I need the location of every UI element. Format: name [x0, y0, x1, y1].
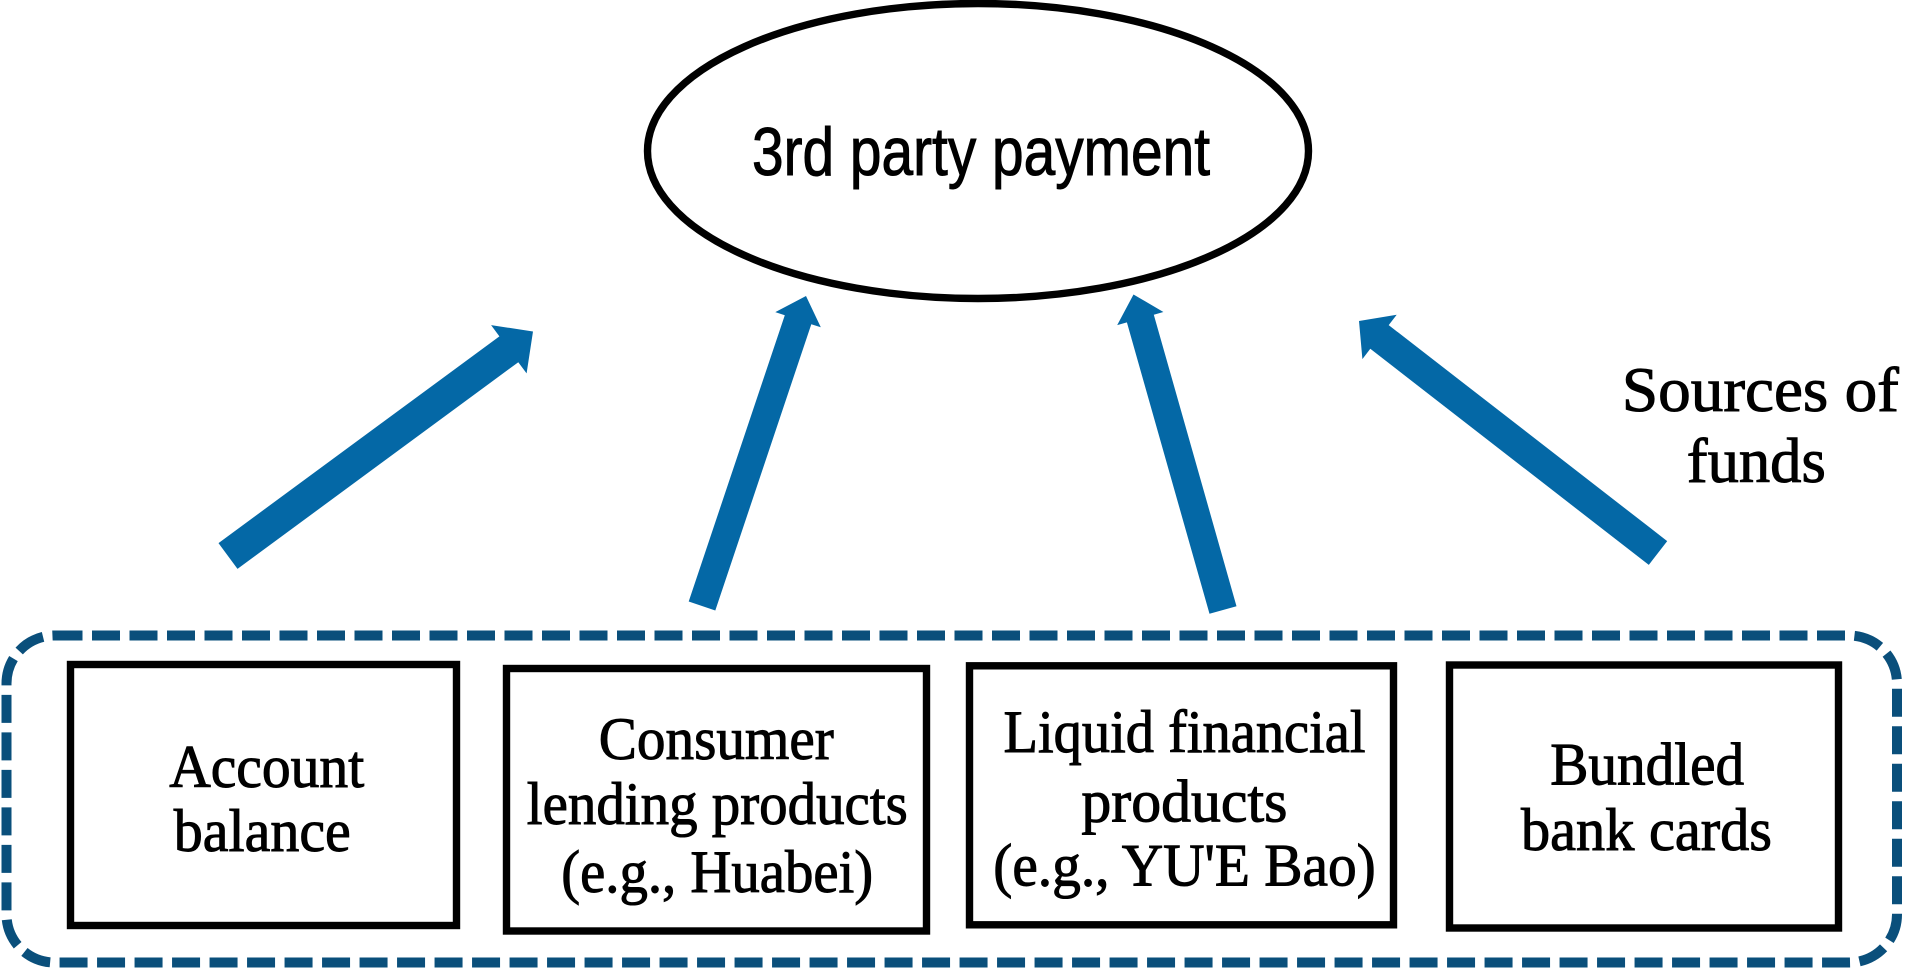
- svg-text:Sources of: Sources of: [1622, 355, 1899, 425]
- svg-text:Liquid financial: Liquid financial: [1004, 699, 1366, 765]
- svg-text:Account: Account: [169, 734, 364, 800]
- svg-text:Bundled: Bundled: [1550, 732, 1744, 798]
- svg-text:balance: balance: [174, 798, 351, 864]
- svg-text:funds: funds: [1687, 426, 1826, 496]
- svg-text:products: products: [1081, 769, 1287, 835]
- svg-text:lending products: lending products: [527, 771, 908, 837]
- svg-text:(e.g., YU'E Bao): (e.g., YU'E Bao): [993, 833, 1376, 899]
- svg-text:Consumer: Consumer: [599, 706, 834, 772]
- svg-text:(e.g., Huabei): (e.g., Huabei): [561, 839, 873, 905]
- svg-text:3rd party payment: 3rd party payment: [752, 114, 1210, 190]
- svg-text:bank cards: bank cards: [1521, 797, 1772, 863]
